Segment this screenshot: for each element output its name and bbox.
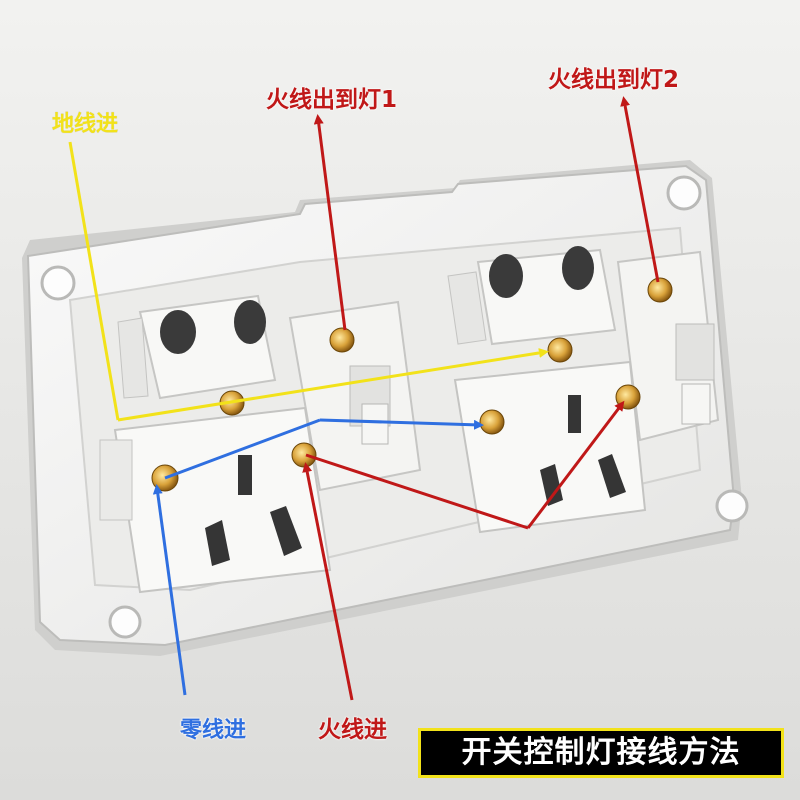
- screw-terminal: [291, 442, 317, 468]
- live-out-light-2-arrow: [620, 96, 660, 283]
- screw-terminal: [647, 277, 673, 303]
- ground-wire-arrow: [117, 348, 549, 422]
- neutral-wire-arrow: [152, 484, 187, 696]
- mounting-hole: [40, 265, 76, 301]
- screw-terminal: [547, 337, 573, 363]
- screw-terminal: [329, 327, 355, 353]
- live-wire-line: [305, 453, 529, 530]
- live-wire-arrow: [526, 400, 625, 529]
- mounting-hole: [666, 175, 702, 211]
- neutral-wire-arrows: [152, 418, 484, 696]
- live-out-light-2-label: 火线出到灯2: [548, 67, 680, 93]
- neutral-wire-arrow: [319, 418, 484, 430]
- neutral-wire-line: [164, 418, 321, 480]
- socket-module-right-bottom: [453, 360, 647, 534]
- live-in-label: 火线进: [318, 717, 387, 743]
- socket-module-left-bottom: [99, 406, 332, 594]
- title-banner-text: 开关控制灯接线方法: [461, 735, 741, 770]
- live-wire-arrows: [302, 96, 660, 701]
- switch-module-right: [616, 250, 720, 442]
- mounting-hole: [715, 489, 749, 523]
- socket-module-left-top: [117, 294, 277, 400]
- live-out-light-1-label: 火线出到灯1: [266, 87, 398, 113]
- switch-module-left: [288, 300, 422, 492]
- title-banner: 开关控制灯接线方法: [418, 728, 784, 778]
- socket-module-right-top: [447, 246, 617, 346]
- live-in-arrow: [302, 462, 354, 701]
- ground-wire-line: [68, 141, 120, 421]
- mounting-hole: [108, 605, 142, 639]
- ground-wire-arrows: [68, 141, 549, 422]
- ground-in-label: 地线进: [52, 112, 119, 137]
- neutral-in-label: 零线进: [180, 718, 247, 743]
- screw-terminal: [479, 409, 505, 435]
- live-out-light-1-arrow: [313, 114, 347, 331]
